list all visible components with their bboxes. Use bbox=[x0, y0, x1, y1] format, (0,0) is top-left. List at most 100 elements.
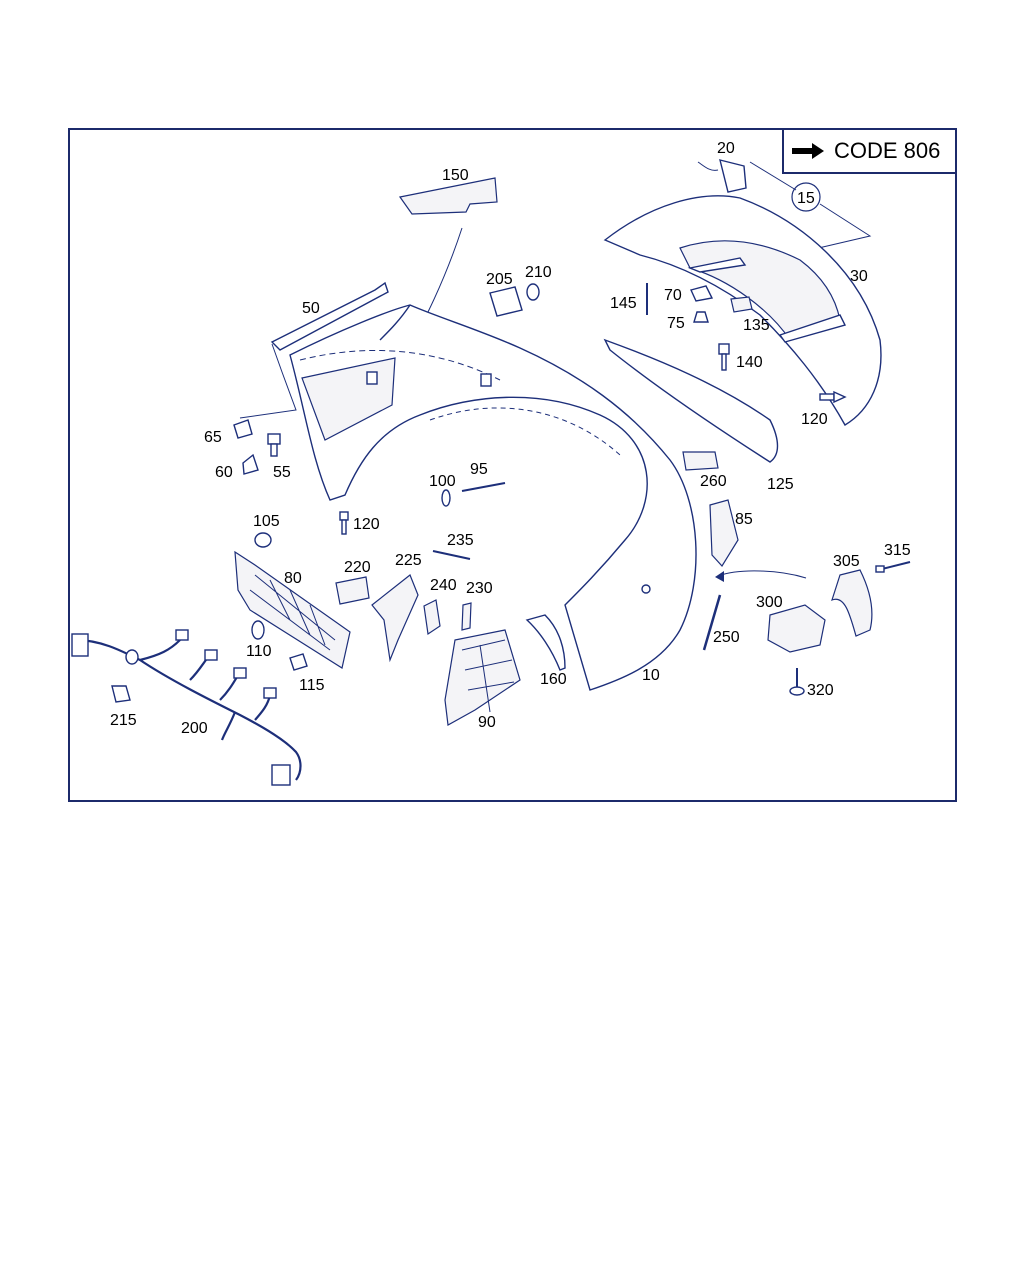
callout-150: 150 bbox=[442, 167, 469, 184]
callout-205: 205 bbox=[486, 271, 513, 288]
part-200-connector-f bbox=[271, 764, 291, 786]
callout-120-right: 120 bbox=[801, 411, 828, 428]
callout-315: 315 bbox=[884, 542, 911, 559]
part-80-grid bbox=[249, 574, 336, 651]
part-225-bracket bbox=[371, 574, 419, 663]
callout-220: 220 bbox=[344, 559, 371, 576]
part-160-trim bbox=[525, 614, 566, 671]
callout-60: 60 bbox=[215, 464, 233, 481]
part-220-pad bbox=[335, 576, 370, 605]
callout-225: 225 bbox=[395, 552, 422, 569]
callout-70: 70 bbox=[664, 287, 682, 304]
callout-210: 210 bbox=[525, 264, 552, 281]
part-75-screw bbox=[693, 311, 709, 323]
part-50-strip bbox=[270, 281, 389, 351]
part-10-edge bbox=[379, 304, 411, 341]
callout-80: 80 bbox=[284, 570, 302, 587]
part-320-screw bbox=[789, 668, 805, 696]
callout-160: 160 bbox=[540, 671, 567, 688]
part-10-detail-line-2 bbox=[429, 407, 621, 456]
part-30-strut bbox=[687, 257, 747, 273]
arrowhead-85 bbox=[715, 571, 724, 582]
part-205-sensor bbox=[489, 286, 523, 317]
callout-120-left: 120 bbox=[353, 516, 380, 533]
part-200-connector-b bbox=[175, 629, 189, 641]
part-210-ring bbox=[526, 283, 540, 301]
callout-75: 75 bbox=[667, 315, 685, 332]
callout-15-circle bbox=[791, 182, 821, 212]
callout-85: 85 bbox=[735, 511, 753, 528]
part-200-connector-e bbox=[263, 687, 277, 699]
part-200-harness bbox=[75, 638, 302, 781]
callout-10: 10 bbox=[642, 667, 660, 684]
callout-215: 215 bbox=[110, 712, 137, 729]
part-10-detail-line bbox=[299, 349, 501, 381]
callout-240: 240 bbox=[430, 577, 457, 594]
leader-15 bbox=[749, 161, 872, 251]
part-230-pad bbox=[461, 602, 472, 631]
callout-90: 90 bbox=[478, 714, 496, 731]
diagram-frame bbox=[68, 128, 957, 802]
code-806-box: CODE 806 bbox=[782, 128, 957, 174]
callout-100: 100 bbox=[429, 473, 456, 490]
right-arrow-icon bbox=[792, 143, 824, 159]
part-80-bracket bbox=[234, 550, 351, 669]
part-200-connector-a bbox=[71, 633, 89, 657]
callout-20: 20 bbox=[717, 140, 735, 157]
part-95-bolt bbox=[461, 482, 506, 492]
callout-95: 95 bbox=[470, 461, 488, 478]
part-305-bracket bbox=[831, 569, 873, 637]
part-240-bracket bbox=[423, 599, 441, 636]
part-60-nut bbox=[242, 453, 259, 475]
callout-200: 200 bbox=[181, 720, 208, 737]
part-125-trim bbox=[603, 338, 779, 463]
callout-260: 260 bbox=[700, 473, 727, 490]
callout-115: 115 bbox=[299, 677, 325, 694]
callout-65: 65 bbox=[204, 429, 222, 446]
callout-320: 320 bbox=[807, 682, 834, 699]
part-315-head bbox=[875, 565, 885, 573]
part-300-housing bbox=[767, 604, 826, 653]
part-120-pin-right bbox=[819, 390, 847, 404]
part-235-pin bbox=[432, 550, 471, 560]
callout-305: 305 bbox=[833, 553, 860, 570]
callout-135: 135 bbox=[743, 317, 770, 334]
part-10-clip-a bbox=[366, 371, 378, 385]
part-115-nut bbox=[289, 653, 308, 671]
part-120-pin-left bbox=[339, 511, 349, 535]
part-135-block bbox=[730, 296, 753, 313]
part-250-rod bbox=[702, 594, 722, 651]
part-200-connector-d bbox=[233, 667, 247, 679]
part-150-pad bbox=[398, 177, 498, 215]
part-200-grommet bbox=[125, 649, 139, 665]
part-85-bracket bbox=[709, 499, 739, 567]
part-30-strut-2 bbox=[778, 314, 847, 343]
part-20-cable bbox=[697, 161, 719, 171]
part-315-screw bbox=[881, 561, 911, 570]
part-55-screw bbox=[267, 433, 281, 457]
callout-15: 15 bbox=[797, 190, 815, 207]
part-200-connector-c bbox=[204, 649, 218, 661]
part-140-pin bbox=[718, 343, 730, 371]
part-105-nut bbox=[254, 532, 272, 548]
leader-85 bbox=[717, 570, 807, 579]
callout-105: 105 bbox=[253, 513, 280, 530]
callout-300: 300 bbox=[756, 594, 783, 611]
part-70-clip bbox=[690, 285, 714, 302]
part-10-clip-b bbox=[480, 373, 492, 387]
callout-235: 235 bbox=[447, 532, 474, 549]
leader-50 bbox=[239, 343, 297, 419]
part-90-grid bbox=[461, 639, 515, 713]
part-20-bracket bbox=[719, 159, 747, 193]
callout-250: 250 bbox=[713, 629, 740, 646]
part-215-connector bbox=[111, 685, 131, 703]
callout-230: 230 bbox=[466, 580, 493, 597]
callout-30: 30 bbox=[850, 268, 868, 285]
callout-125: 125 bbox=[767, 476, 794, 493]
callout-50: 50 bbox=[302, 300, 320, 317]
part-110-nut bbox=[251, 620, 265, 640]
part-65-clip bbox=[233, 419, 253, 439]
part-10-hole bbox=[641, 584, 651, 594]
callout-145: 145 bbox=[610, 295, 637, 312]
